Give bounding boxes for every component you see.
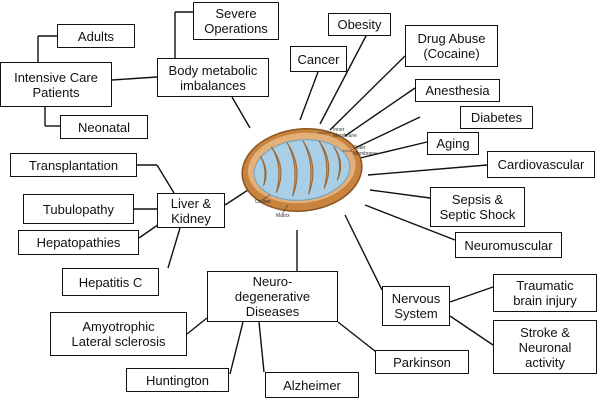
connector-alzheimer [258,321,265,373]
node-neonatal: Neonatal [60,115,148,139]
node-aging: Aging [427,132,479,155]
connector-drug [329,55,406,131]
node-amyotrophic: Amyotrophic Lateral sclerosis [50,312,187,356]
connector-anesthesia [344,87,416,137]
connector-aging [359,141,428,159]
outer-membrane-label: Outer Membrane [353,145,377,157]
inner-membrane-label: Inner Membrane [333,127,357,139]
node-adults: Adults [57,24,135,48]
connector-cancer [299,71,319,121]
node-cancer: Cancer [290,46,347,72]
connector-obesity [319,33,368,125]
node-traumatic: Traumatic brain injury [493,274,597,312]
connector-huntington [229,321,244,375]
node-severe-operations: Severe Operations [193,2,279,40]
connector-icu-body [111,76,158,81]
node-sepsis: Sepsis & Septic Shock [430,187,525,227]
node-tubulopathy: Tubulopathy [23,194,134,224]
node-nervous-system: Nervous System [382,286,450,326]
connector-transplant-v [156,164,175,194]
connector-hepatitis [167,227,181,269]
connector-nervous [344,214,383,291]
node-icu: Intensive Care Patients [0,62,112,107]
cristae-shapes [259,140,342,197]
node-stroke: Stroke & Neuronal activity [493,320,597,374]
node-transplantation: Transplantation [10,153,137,177]
node-liver-kidney: Liver & Kidney [157,193,225,228]
connector-parkinson [337,321,381,356]
connector-nervous-stroke [449,315,494,346]
connector-cardio [367,164,488,176]
node-hepatitis-c: Hepatitis C [62,268,159,296]
connector-amyotrophic [186,317,208,335]
node-drug-abuse: Drug Abuse (Cocaine) [405,25,498,67]
node-obesity: Obesity [328,13,391,36]
node-parkinson: Parkinson [375,350,469,374]
node-hepatopathies: Hepatopathies [18,230,139,255]
connector-sepsis [369,189,431,199]
node-diabetes: Diabetes [460,106,533,129]
connector-body-mito [231,96,251,129]
node-cardiovascular: Cardiovascular [487,151,595,178]
connector-nervous-traumatic [449,286,494,303]
node-neuromuscular: Neuromuscular [455,232,562,258]
node-anesthesia: Anesthesia [415,79,500,102]
cristae-label: Cristae [255,199,271,205]
connector-diabetes [354,116,421,149]
node-alzheimer: Alzheimer [265,372,359,398]
connector-neuromuscular [364,204,456,241]
node-neurodegenerative: Neuro- degenerative Diseases [207,271,338,322]
node-huntington: Huntington [126,368,229,392]
node-body-metabolic: Body metabolic imbalances [157,58,269,97]
connector-liver-mito [224,189,249,206]
matrix-label: Matrix [276,213,290,219]
